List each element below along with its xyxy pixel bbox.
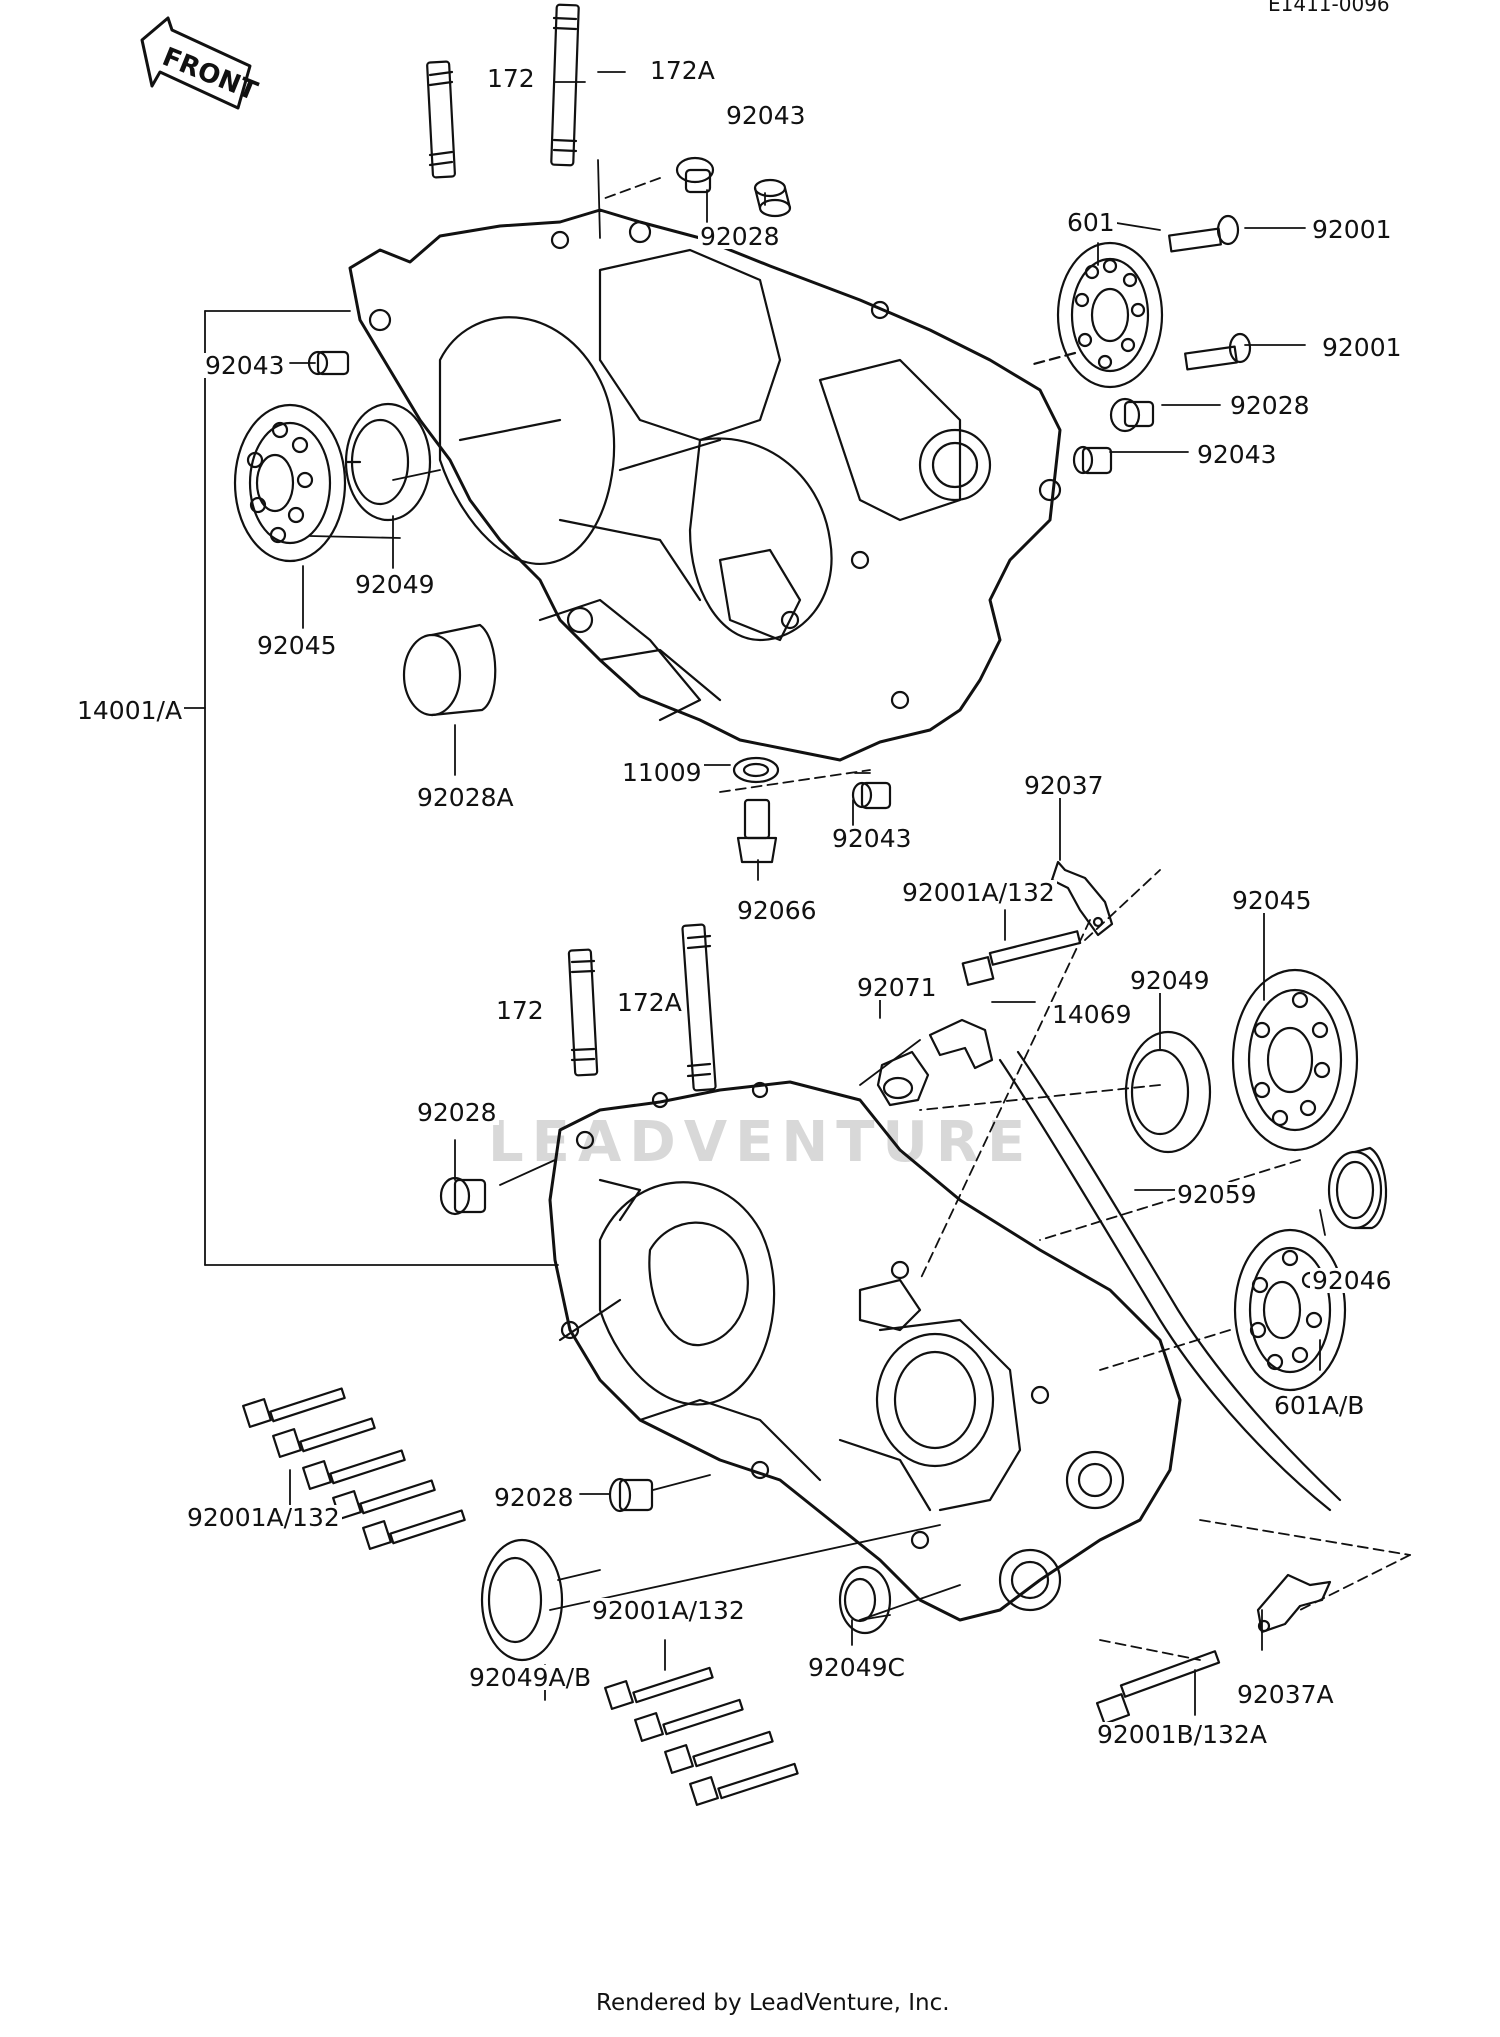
callout-92001-b: 92001 bbox=[1320, 333, 1404, 362]
figure-code: E1411-0096 bbox=[1268, 0, 1390, 16]
callout-92001a-132-bottom: 92001A/132 bbox=[590, 1596, 747, 1625]
dowel-92043-left bbox=[307, 350, 350, 376]
needle-bearing-92028a bbox=[402, 623, 497, 717]
callout-14069: 14069 bbox=[1050, 1000, 1134, 1029]
bearing-601-upper bbox=[1056, 241, 1164, 389]
callout-92046: 92046 bbox=[1310, 1266, 1394, 1295]
callout-92045-lower: 92045 bbox=[1230, 886, 1314, 915]
callout-92043-right: 92043 bbox=[1195, 440, 1279, 469]
callout-92001a-132-left: 92001A/132 bbox=[185, 1503, 342, 1532]
stud-172-lower bbox=[567, 948, 599, 1077]
bracket-92037 bbox=[1050, 860, 1114, 937]
leader-lines bbox=[179, 71, 1411, 1716]
stud-172-upper bbox=[426, 60, 456, 179]
bracket-92037a bbox=[1256, 1573, 1332, 1634]
callout-14001a: 14001/A bbox=[75, 696, 185, 725]
callout-92049-lower: 92049 bbox=[1128, 966, 1212, 995]
oil-seal-92049-lower bbox=[1124, 1030, 1212, 1154]
callout-92028-top: 92028 bbox=[698, 222, 782, 251]
collar-92028-right bbox=[1109, 397, 1155, 433]
bearing-92045-lower bbox=[1231, 968, 1359, 1152]
oil-seal-92049-upper bbox=[344, 402, 432, 522]
footer-credit: Rendered by LeadVenture, Inc. bbox=[596, 1990, 950, 2016]
callout-92049ab: 92049A/B bbox=[467, 1663, 594, 1692]
callout-92043-left: 92043 bbox=[203, 351, 287, 380]
dowel-pin-92043-top bbox=[753, 178, 792, 218]
collar-92028-left bbox=[439, 1176, 487, 1216]
callout-172a-upper: 172A bbox=[648, 56, 717, 85]
breather-hose-92059 bbox=[998, 1050, 1342, 1512]
callout-92028a: 92028A bbox=[415, 783, 516, 812]
bearing-601ab-lower bbox=[1233, 1228, 1347, 1392]
washer-11009 bbox=[732, 756, 780, 784]
bolt-92001-upper-b bbox=[1184, 332, 1252, 371]
callout-92001a-132-upper: 92001A/132 bbox=[900, 878, 1057, 907]
stud-172a-upper bbox=[550, 3, 580, 167]
callout-92001-a: 92001 bbox=[1310, 215, 1394, 244]
oil-seal-92049c bbox=[838, 1565, 892, 1635]
front-arrow-icon: FRONT bbox=[140, 16, 262, 110]
dowel-92043-bottom bbox=[851, 781, 892, 810]
callout-92049c: 92049C bbox=[806, 1653, 907, 1682]
callout-92043-top: 92043 bbox=[724, 101, 808, 130]
callout-172a-lower: 172A bbox=[615, 988, 684, 1017]
callout-92037a: 92037A bbox=[1235, 1680, 1336, 1709]
needle-bearing-92046 bbox=[1327, 1146, 1388, 1230]
oil-seal-92049ab bbox=[480, 1538, 564, 1662]
callout-92028-right: 92028 bbox=[1228, 391, 1312, 420]
lower-crankcase-half bbox=[548, 1080, 1182, 1622]
hose-elbow-14069 bbox=[928, 1018, 994, 1070]
callout-92037: 92037 bbox=[1022, 771, 1106, 800]
stud-172a-lower bbox=[681, 923, 717, 1092]
fitting-92071 bbox=[876, 1050, 930, 1107]
collar-92028-lower bbox=[608, 1477, 654, 1513]
callout-92071: 92071 bbox=[855, 973, 939, 1002]
callout-92028-left: 92028 bbox=[415, 1098, 499, 1127]
callout-601-upper: 601 bbox=[1065, 208, 1117, 237]
callout-172-upper: 172 bbox=[485, 64, 537, 93]
callout-92045-upper: 92045 bbox=[255, 631, 339, 660]
callout-172-lower: 172 bbox=[494, 996, 546, 1025]
callout-11009: 11009 bbox=[620, 758, 704, 787]
callout-92028-lower: 92028 bbox=[492, 1483, 576, 1512]
callout-92043-bottom: 92043 bbox=[830, 824, 914, 853]
collar-92028-top bbox=[675, 156, 715, 194]
callout-92049-upper: 92049 bbox=[353, 570, 437, 599]
callout-92066: 92066 bbox=[735, 896, 819, 925]
bolt-set-left bbox=[242, 1387, 466, 1550]
bolt-92001a-132-upper bbox=[961, 930, 1082, 986]
upper-crankcase-half bbox=[348, 208, 1077, 762]
bolt-set-bottom bbox=[604, 1666, 799, 1806]
bolt-92001b-132a bbox=[1095, 1650, 1221, 1725]
dowel-92043-right bbox=[1072, 445, 1113, 475]
callout-92001b-132a: 92001B/132A bbox=[1095, 1720, 1269, 1749]
drain-plug-92066 bbox=[736, 798, 778, 864]
bearing-92045-upper bbox=[233, 403, 347, 563]
callout-601ab: 601A/B bbox=[1272, 1391, 1367, 1420]
bolt-92001-upper-a bbox=[1168, 214, 1240, 253]
callout-92059: 92059 bbox=[1175, 1180, 1259, 1209]
